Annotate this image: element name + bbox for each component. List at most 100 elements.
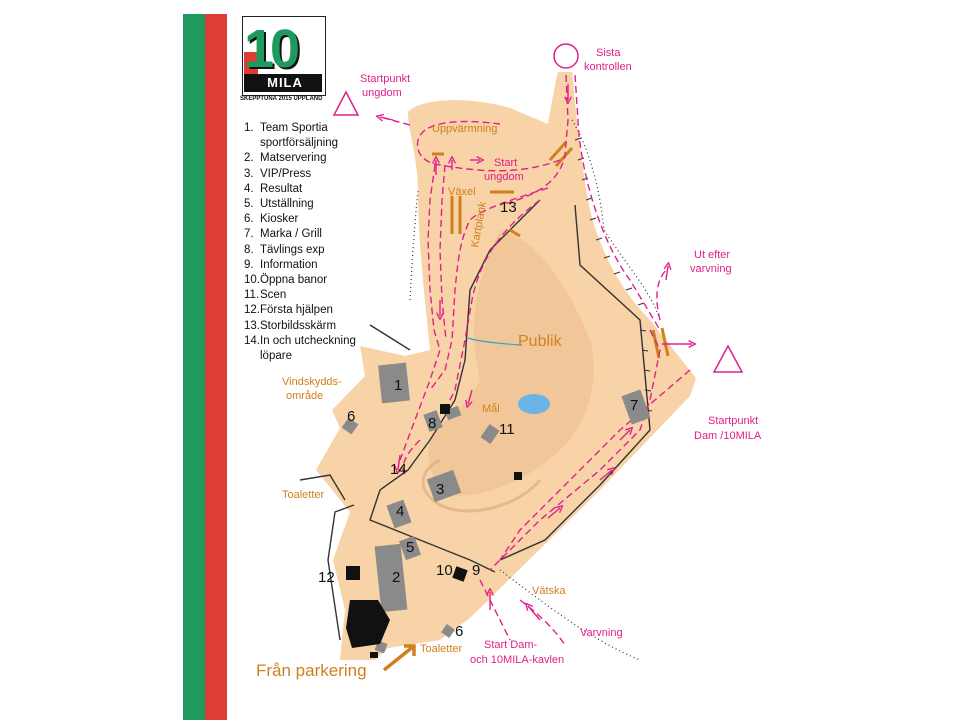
legend-item: 2. Matservering [244,151,388,166]
legend-number: 9. [244,258,254,271]
legend-number: 3. [244,167,254,180]
legend-number: 2. [244,152,254,165]
red-stripe [205,14,227,720]
logo-number: 10 [244,19,300,79]
arena-ground [316,72,696,660]
label-vindskydds-1: Vindskydds- [282,376,342,388]
legend-number: 11. [244,289,260,302]
legend-number: 14. [244,334,260,347]
facility-number-10: 10 [436,562,453,579]
legend-item: 4.Resultat [244,182,388,197]
legend-item: 13.Storbildsskärm [244,319,388,334]
barriers [432,141,670,359]
facility-number-8: 8 [428,415,436,432]
stream [467,337,523,346]
boundary-fence-west [369,199,541,573]
legend-item: 1. Team Sportia sportförsäljning [244,121,388,151]
label-toaletter-1: Toaletter [282,489,325,501]
legend-text: Team Sportia sportförsäljning [260,122,338,150]
label-mal: Mål [482,403,500,415]
legend-item: 6. Kiosker [244,212,388,227]
legend-number: 1. [244,122,254,134]
legend-item: 12.Första hjälpen [244,303,388,318]
legend-text: Matservering [260,152,327,165]
legend-item: 14.In och utcheckning löpare [244,334,388,364]
facility-number-3: 3 [436,481,444,498]
legend-text: Utställning [260,198,314,211]
boundary-fence-east [499,204,651,561]
legend-item: 5. Utställning [244,197,388,212]
label-varvning: Varvning [580,627,623,639]
facility-legend: 1. Team Sportia sportförsäljning 2. Matser… [244,121,388,364]
legend-item: 9. Information [244,258,388,273]
label-start-dam-1: Start Dam- [484,639,538,651]
course-arrows [380,84,692,621]
parking-edge [299,324,411,501]
label-sista-kontrollen-1: Sista [596,47,621,59]
label-startpunkt-dam-2: Dam /10MILA [694,430,762,442]
logo-black-bar [244,74,322,92]
facility-number-4: 4 [396,503,404,520]
legend-text: In och utcheckning löpare [260,334,356,363]
label-ut-efter-varvning-2: varvning [690,263,732,275]
label-startpunkt-ungdom-2: ungdom [362,87,402,99]
legend-number: 10. [244,274,260,287]
main-start-triangle [712,344,744,373]
label-fran-parkering: Från parkering [256,661,367,680]
legend-number: 8. [244,243,254,256]
finish-control-circle [553,43,579,69]
label-vindskydds-2: område [286,390,323,402]
facility-number-11: 11 [499,421,515,438]
course-lines [383,74,691,646]
10mila-logo: 10 MILA SKEPPTUNA 2015 UPPLAND [240,14,328,110]
label-sista-kontrollen-2: kontrollen [584,61,632,73]
legend-text: Tävlings exp [260,243,325,256]
legend-item: 11.Scen [244,288,388,303]
legend-text: Scen [260,289,287,302]
woods-edge-west [409,189,419,301]
hill-contour [421,458,542,513]
legend-text: Resultat [260,182,303,195]
facility-number-9: 9 [472,562,480,579]
legend-text: Kiosker [260,213,299,226]
logo-red-block [244,52,258,74]
legend-item: 7. Marka / Grill [244,227,388,242]
facility-number-5: 5 [406,539,414,556]
legend-text: Information [260,258,318,271]
facility-number-13: 13 [500,199,517,216]
facility-number-2: 2 [392,569,400,586]
legend-number: 12. [244,304,260,317]
ridge-ticks-north [574,137,645,306]
label-start-ungdom-2: ungdom [484,171,524,183]
legend-item: 3.VIP/Press [244,167,388,182]
inner-hill [428,230,594,496]
logo-word: MILA [267,75,303,90]
label-vatska: Vätska [532,585,567,597]
legend-text: Marka / Grill [260,228,322,241]
legend-number: 6. [244,213,254,226]
facility-number-6-west: 6 [347,408,355,425]
legend-item: 10.Öppna banor [244,273,388,288]
label-toaletter-2: Toaletter [420,643,463,655]
dark-structures [346,404,522,658]
legend-number: 5. [244,198,254,211]
label-vaxel: Växel [448,186,476,198]
label-startpunkt-dam-1: Startpunkt [708,415,758,427]
legend-number: 13. [244,319,260,332]
label-uppvarmning: Uppvärmning [432,123,497,135]
legend-text: Storbildsskärm [260,319,337,332]
facility-number-14: 14 [390,461,407,478]
label-startpunkt-ungdom-1: Startpunkt [360,73,410,85]
legend-text: Öppna banor [260,274,328,287]
facility-number-1: 1 [394,377,402,394]
boundary-fence-south [327,504,355,641]
logo-subtitle: SKEPPTUNA 2015 UPPLAND [240,96,323,102]
pond [518,394,550,414]
facility-number-6-south: 6 [455,623,463,640]
facility-number-7: 7 [630,397,638,414]
label-ut-efter-varvning-1: Ut efter [694,249,730,261]
green-stripe [183,14,205,720]
legend-number: 7. [244,228,254,241]
label-start-dam-2: och 10MILA-kavlen [470,654,564,666]
